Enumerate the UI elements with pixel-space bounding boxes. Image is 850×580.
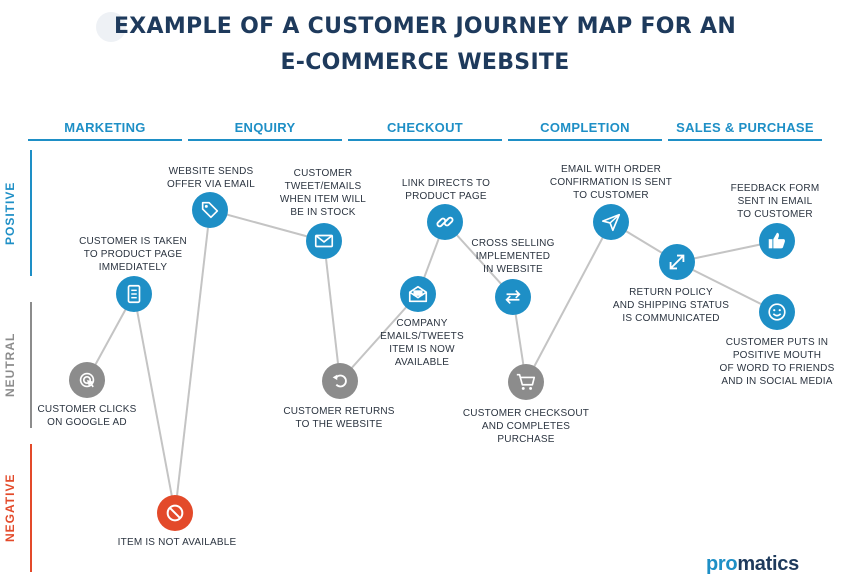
stage-marketing: MARKETING <box>64 120 146 135</box>
node-feedback <box>759 223 795 259</box>
stage-enquiry-line <box>188 139 342 141</box>
title-line-1: EXAMPLE OF A CUSTOMER JOURNEY MAP FOR AN <box>113 14 737 39</box>
node-google-ad <box>69 362 105 398</box>
stage-marketing-line <box>28 139 182 141</box>
node-link-product <box>427 204 463 240</box>
promatics-logo: promatics <box>706 553 799 576</box>
node-product-page <box>116 276 152 312</box>
node-tweet-email <box>306 223 342 259</box>
chain-link-icon <box>436 216 454 228</box>
envelope-icon <box>314 234 334 248</box>
stage-sales-purchase: SALES & PURCHASE <box>676 120 814 135</box>
label-not-available: ITEM IS NOT AVAILABLE <box>117 537 237 548</box>
negative-bar <box>30 444 32 572</box>
mail-open-icon <box>408 285 428 303</box>
stage-checkout-line <box>348 139 502 141</box>
positive-bar <box>30 150 32 276</box>
node-checkout <box>508 364 544 400</box>
prohibited-icon <box>166 504 184 522</box>
swap-arrows-icon <box>505 289 521 305</box>
edge-offer-email-to-tweet <box>209 209 325 242</box>
brand-part-1: pro <box>706 553 738 575</box>
document-list-icon <box>127 284 141 304</box>
neutral-bar <box>30 302 32 428</box>
thumbs-up-icon <box>768 232 785 249</box>
node-cross-selling <box>495 279 531 315</box>
stage-checkout: CHECKOUT <box>386 120 464 135</box>
shopping-cart-icon <box>516 373 536 390</box>
expand-arrows-icon <box>669 254 685 270</box>
stage-completion-line <box>508 139 662 141</box>
title-line-2: E-COMMERCE WEBSITE <box>280 50 570 75</box>
edge-returns-to-company-emails <box>339 293 419 382</box>
stage-sales-purchase-line <box>668 139 822 141</box>
edge-not-available-to-offer-email <box>174 209 211 514</box>
cursor-click-icon <box>79 372 95 388</box>
brand-part-2: matics <box>737 553 799 575</box>
stage-completion: COMPLETION <box>540 120 630 135</box>
node-return-policy <box>659 244 695 280</box>
edge-product-page-to-not-available <box>133 293 176 514</box>
title-decoration <box>96 12 126 42</box>
return-arrow-icon <box>332 374 347 388</box>
paper-plane-icon <box>601 213 621 232</box>
node-returns <box>322 363 358 399</box>
edge-tweet-to-returns <box>323 240 341 382</box>
node-email-confirm <box>593 204 629 240</box>
node-word-of-mouth <box>759 294 795 330</box>
node-company-emails <box>400 276 436 312</box>
node-offer-email <box>192 192 228 228</box>
price-tag-icon <box>201 201 219 219</box>
smiley-icon <box>768 303 786 321</box>
edge-checkout-to-email-confirm <box>525 221 612 383</box>
node-not-available <box>157 495 193 531</box>
stage-enquiry: ENQUIRY <box>234 120 296 135</box>
